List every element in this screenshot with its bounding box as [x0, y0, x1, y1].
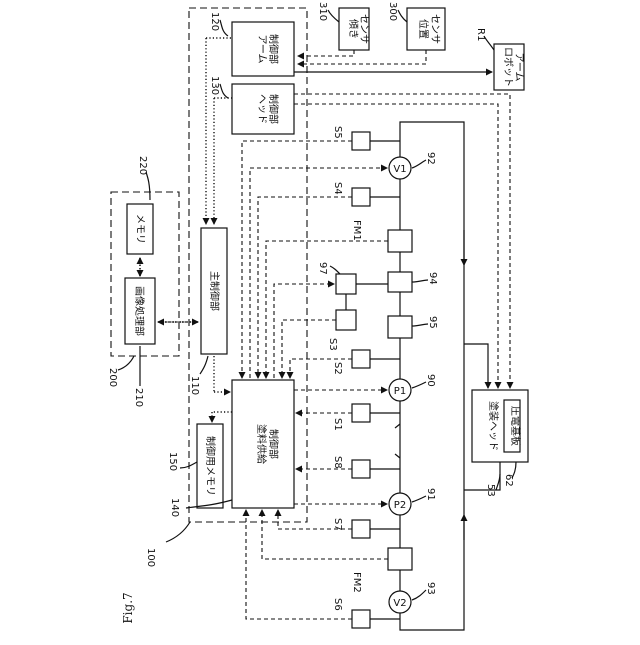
svg-text:制御部: 制御部 [267, 94, 280, 124]
svg-text:310: 310 [317, 2, 328, 21]
svg-text:P2: P2 [394, 500, 406, 511]
valve-v2: V2 [389, 591, 411, 613]
svg-text:制御部: 制御部 [267, 429, 280, 459]
svg-text:210: 210 [133, 388, 144, 407]
sensor-s6-box [352, 610, 370, 628]
robot-arm-block: ロボット アーム [494, 44, 525, 90]
svg-text:130: 130 [209, 76, 220, 95]
sensor-taps [346, 141, 400, 619]
pump-p1: P1 [389, 379, 411, 401]
valve-v1: V1 [389, 157, 411, 179]
figure-label: Fig.7 [121, 592, 135, 623]
svg-text:62: 62 [503, 474, 514, 487]
svg-text:主制御部: 主制御部 [208, 271, 221, 311]
main-control-block: 主制御部 [201, 228, 227, 354]
svg-text:200: 200 [107, 368, 118, 387]
svg-text:91: 91 [425, 488, 436, 501]
circuit-stub-1 [395, 424, 400, 428]
svg-text:S1: S1 [332, 418, 343, 431]
sensor-s3-box [336, 310, 356, 330]
svg-text:アーム: アーム [256, 34, 268, 63]
sensor-97-box [336, 274, 356, 294]
svg-text:R1: R1 [475, 28, 486, 41]
svg-text:140: 140 [169, 498, 180, 517]
svg-text:FM1: FM1 [351, 220, 362, 241]
svg-text:センサ: センサ [429, 14, 441, 44]
svg-text:S7: S7 [332, 518, 343, 531]
sensor-s5-box [352, 132, 370, 150]
svg-text:アーム: アーム [513, 52, 525, 81]
svg-text:97: 97 [317, 262, 328, 275]
svg-text:220: 220 [137, 156, 148, 175]
sensor-s1-box [352, 404, 370, 422]
svg-text:FM2: FM2 [351, 572, 362, 593]
svg-text:90: 90 [425, 374, 436, 387]
svg-text:制御部: 制御部 [267, 34, 280, 64]
sensor-s2-box [352, 350, 370, 368]
svg-text:94: 94 [427, 272, 438, 285]
svg-text:93: 93 [425, 582, 436, 595]
svg-text:S8: S8 [332, 456, 343, 469]
svg-text:ヘッド: ヘッド [256, 94, 267, 124]
sensor-s7-box [352, 520, 370, 538]
svg-text:P1: P1 [394, 386, 406, 397]
tilt-sensor-block: 傾き センサ [339, 8, 370, 50]
svg-text:S6: S6 [332, 598, 343, 611]
arm-control-block: アーム 制御部 [232, 22, 294, 76]
svg-text:圧電基板: 圧電基板 [509, 406, 522, 446]
svg-text:53: 53 [485, 484, 496, 497]
component-95 [388, 316, 412, 338]
svg-text:メモリ: メモリ [134, 214, 145, 244]
control-memory-block: 制御用メモリ [197, 424, 223, 508]
position-sensor-block: 位置 センサ [407, 8, 445, 50]
svg-text:制御用メモリ: 制御用メモリ [204, 436, 217, 496]
flow-meter-fm2 [388, 548, 412, 570]
svg-text:V1: V1 [393, 164, 406, 175]
memory-block: メモリ [127, 204, 153, 254]
coating-head-block: 塗装ヘッド 圧電基板 [472, 390, 528, 462]
sensor-s4-box [352, 188, 370, 206]
component-94 [388, 272, 412, 292]
svg-text:300: 300 [387, 2, 398, 21]
svg-text:画像処理部: 画像処理部 [133, 286, 146, 336]
svg-text:95: 95 [427, 316, 438, 329]
svg-text:110: 110 [189, 376, 200, 395]
svg-text:120: 120 [209, 12, 220, 31]
sensor-s8-box [352, 460, 370, 478]
svg-text:塗装ヘッド: 塗装ヘッド [487, 401, 500, 451]
flow-meter-fm1 [388, 230, 412, 252]
circuit-stub-2 [395, 454, 400, 458]
head-control-block: ヘッド 制御部 [232, 84, 294, 134]
svg-text:S5: S5 [332, 126, 343, 139]
svg-text:S2: S2 [332, 362, 343, 375]
image-processing-block: 画像処理部 [125, 278, 155, 344]
pump-p2: P2 [389, 493, 411, 515]
svg-text:S4: S4 [332, 182, 343, 195]
svg-text:ロボット: ロボット [502, 47, 514, 87]
svg-text:S3: S3 [327, 338, 338, 351]
paint-supply-control-block: 塗料供給 制御部 [232, 380, 294, 508]
svg-text:100: 100 [145, 548, 156, 567]
svg-text:塗料供給: 塗料供給 [255, 424, 268, 464]
svg-text:150: 150 [167, 452, 178, 471]
head-supply-line [464, 344, 488, 388]
svg-text:センサ: センサ [358, 14, 370, 44]
svg-text:V2: V2 [393, 598, 406, 609]
svg-text:92: 92 [425, 152, 436, 165]
reference-numerals: 120 130 110 150 140 100 220 210 200 310 … [107, 2, 514, 595]
svg-text:位置: 位置 [417, 19, 430, 39]
